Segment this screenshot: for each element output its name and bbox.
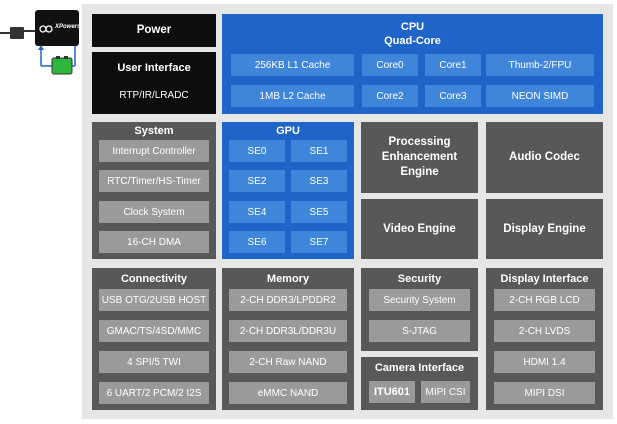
gpu-core: SE7 — [291, 231, 347, 253]
display-interface-item: 2-CH RGB LCD — [494, 289, 595, 311]
camera-interface-block: Camera Interface ITU601 MIPI CSI — [361, 357, 478, 410]
connectivity-item: 4 SPI/5 TWI — [99, 351, 209, 373]
gpu-core: SE1 — [291, 140, 347, 162]
security-item: Security System — [369, 289, 470, 311]
processing-line2: Enhancement — [381, 151, 458, 163]
user-interface-title: User Interface — [117, 62, 191, 74]
memory-block: Memory 2-CH DDR3/LPDDR2 2-CH DDR3L/DDR3U… — [222, 268, 354, 410]
processing-line3: Engine — [400, 166, 439, 178]
cpu-cell-core3: Core3 — [425, 85, 481, 107]
memory-item: 2-CH DDR3/LPDDR2 — [229, 289, 347, 311]
system-item: 16-CH DMA — [99, 231, 209, 253]
system-item: Interrupt Controller — [99, 140, 209, 162]
gpu-core: SE6 — [229, 231, 285, 253]
display-interface-block: Display Interface 2-CH RGB LCD 2-CH LVDS… — [486, 268, 603, 410]
device-brand: XPowers — [55, 24, 81, 30]
device-box — [35, 10, 79, 46]
user-interface-sub: RTP/IR/LRADC — [119, 90, 189, 101]
cpu-cell-l2-cache: 1MB L2 Cache — [231, 85, 354, 107]
gpu-core: SE5 — [291, 201, 347, 223]
gpu-core: SE0 — [229, 140, 285, 162]
cpu-cell-core1: Core1 — [425, 54, 481, 76]
user-interface-block: User Interface RTP/IR/LRADC — [92, 52, 216, 114]
display-engine-title: Display Engine — [503, 222, 586, 235]
gpu-title: GPU — [276, 125, 300, 137]
camera-item-mipi-csi: MIPI CSI — [421, 381, 470, 403]
memory-item: eMMC NAND — [229, 382, 347, 404]
camera-item-itu601: ITU601 — [369, 381, 415, 403]
cpu-block: CPU Quad-Core 256KB L1 Cache Core0 Core1… — [222, 14, 603, 114]
memory-item: 2-CH Raw NAND — [229, 351, 347, 373]
display-interface-item: MIPI DSI — [494, 382, 595, 404]
gpu-core: SE3 — [291, 170, 347, 192]
system-item: RTC/Timer/HS-Timer — [99, 170, 209, 192]
connectivity-item: USB OTG/2USB HOST — [99, 289, 209, 311]
connectivity-block: Connectivity USB OTG/2USB HOST GMAC/TS/4… — [92, 268, 216, 410]
system-title: System — [134, 125, 174, 137]
video-engine-title: Video Engine — [383, 222, 456, 235]
cpu-cell-neon: NEON SIMD — [486, 85, 594, 107]
processing-engine-block: Processing Enhancement Engine — [361, 122, 478, 193]
video-engine-block: Video Engine — [361, 199, 478, 259]
processing-line1: Processing — [388, 136, 451, 148]
audio-codec-block: Audio Codec — [486, 122, 603, 193]
plug-icon — [10, 27, 24, 39]
display-interface-item: 2-CH LVDS — [494, 320, 595, 342]
gpu-core: SE2 — [229, 170, 285, 192]
cpu-cell-l1-cache: 256KB L1 Cache — [231, 54, 354, 76]
system-block: System Interrupt Controller RTC/Timer/HS… — [92, 122, 216, 259]
camera-title: Camera Interface — [374, 362, 465, 374]
security-title: Security — [397, 273, 442, 285]
security-block: Security Security System S-JTAG — [361, 268, 478, 351]
cpu-cell-core2: Core2 — [362, 85, 418, 107]
display-engine-block: Display Engine — [486, 199, 603, 259]
connectivity-item: GMAC/TS/4SD/MMC — [99, 320, 209, 342]
cpu-subtitle: Quad-Core — [384, 35, 441, 47]
gpu-block: GPU SE0 SE1 SE2 SE3 SE4 SE5 SE6 SE7 — [222, 122, 354, 259]
memory-title: Memory — [266, 273, 310, 285]
power-block: Power — [92, 14, 216, 47]
system-item: Clock System — [99, 201, 209, 223]
cpu-cell-core0: Core0 — [362, 54, 418, 76]
cpu-title: CPU — [400, 21, 425, 33]
connectivity-item: 6 UART/2 PCM/2 I2S — [99, 382, 209, 404]
cpu-cell-thumb: Thumb-2/FPU — [486, 54, 594, 76]
security-item: S-JTAG — [369, 320, 470, 342]
display-interface-title: Display Interface — [500, 273, 589, 285]
audio-codec-title: Audio Codec — [509, 151, 580, 163]
battery-icon — [51, 57, 73, 75]
gpu-core: SE4 — [229, 201, 285, 223]
memory-item: 2-CH DDR3L/DDR3U — [229, 320, 347, 342]
power-device-diagram — [0, 10, 79, 75]
connectivity-title: Connectivity — [120, 273, 187, 285]
display-interface-item: HDMI 1.4 — [494, 351, 595, 373]
power-title: Power — [136, 24, 172, 36]
